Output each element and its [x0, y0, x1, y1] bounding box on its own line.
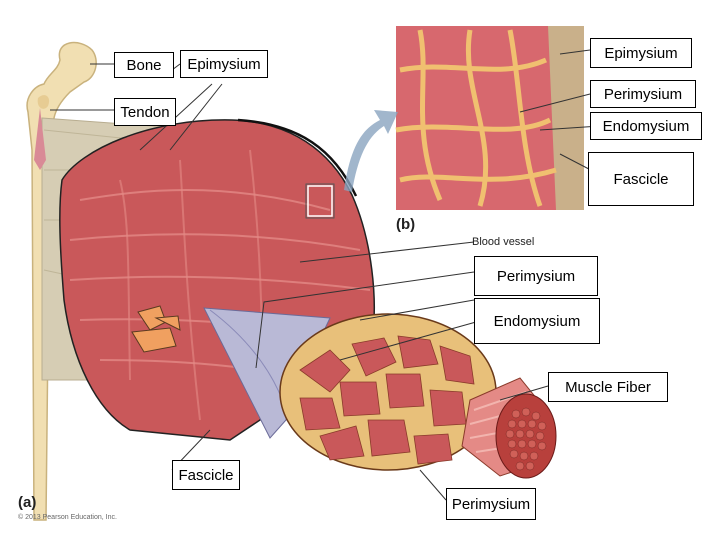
label-fascicle-bottom: Fascicle [172, 460, 240, 490]
label-epimysium-b: Epimysium [590, 38, 692, 68]
label-perimysium-bottom: Perimysium [446, 488, 536, 520]
label-tendon: Tendon [114, 98, 176, 126]
label-fascicle-b: Fascicle [588, 152, 694, 206]
label-perimysium-mid: Perimysium [474, 256, 598, 296]
label-endomysium-b: Endomysium [590, 112, 702, 140]
label-endomysium-mid: Endomysium [474, 298, 600, 344]
muscle-belly [59, 118, 375, 441]
panel-label-a: (a) [18, 494, 37, 511]
zoom-arrow [344, 110, 398, 192]
copyright-text: © 2013 Pearson Education, Inc. [18, 514, 117, 521]
label-muscle-fiber: Muscle Fiber [548, 372, 668, 402]
label-epimysium-a: Epimysium [180, 50, 268, 78]
label-blood-vessel: Blood vessel [472, 236, 535, 248]
panel-label-b: (b) [396, 216, 416, 233]
label-perimysium-b: Perimysium [590, 80, 696, 108]
leader-lines [50, 49, 611, 501]
label-bone: Bone [114, 52, 174, 78]
fascicle-cross-section [279, 313, 497, 471]
micrograph-panel [305, 26, 584, 219]
muscle-fiber-bundle [461, 377, 557, 479]
